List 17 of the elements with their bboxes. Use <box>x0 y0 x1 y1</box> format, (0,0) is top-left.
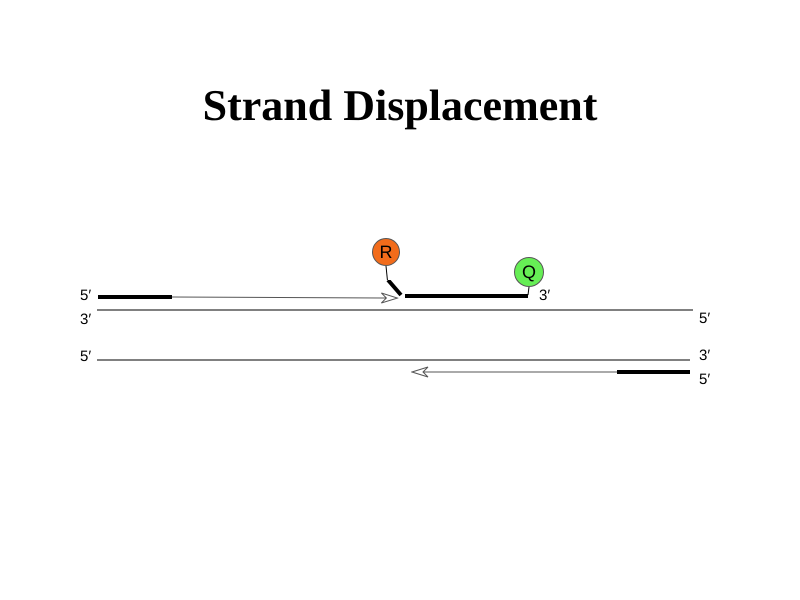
strand-end-label: 5′ <box>699 311 710 326</box>
arrow <box>412 366 618 378</box>
title: Strand Displacement <box>202 80 598 132</box>
arrow <box>172 292 398 304</box>
probe-bar <box>386 280 528 299</box>
fluorophore-letter: Q <box>522 263 536 281</box>
strand-end-label: 5′ <box>699 372 710 387</box>
strand-end-label: 3′ <box>699 348 710 363</box>
fluorophore-letter: R <box>380 243 392 261</box>
linker-line <box>386 266 388 280</box>
strand-end-label: 5′ <box>80 349 92 364</box>
primer-bar <box>617 370 690 374</box>
strand-end-label: 3′ <box>80 312 92 327</box>
strand-end-label: 3′ <box>539 288 550 303</box>
primer-bar <box>98 295 172 299</box>
strand-end-label: 5′ <box>80 288 92 303</box>
linker-line <box>528 286 530 296</box>
